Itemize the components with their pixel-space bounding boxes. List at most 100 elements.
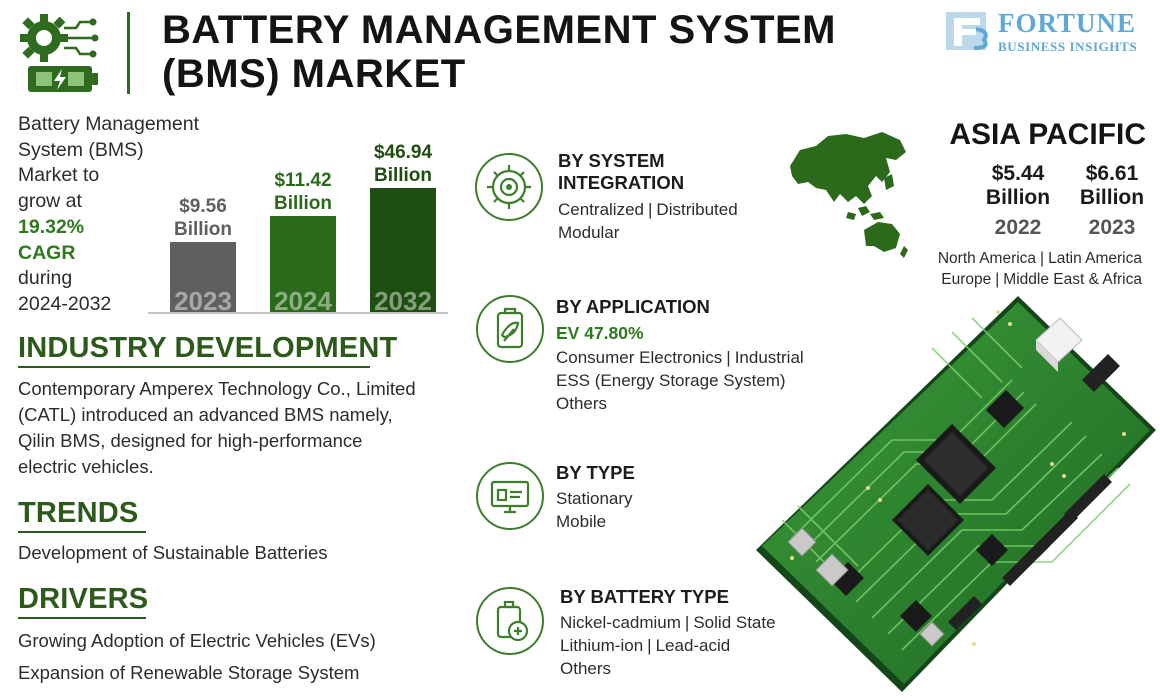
seg-item: Mobile (556, 512, 607, 531)
system-integration-list: Centralized|Distributed Modular (558, 198, 818, 244)
trend-item: Development of Sustainable Batteries (18, 542, 328, 563)
seg-item: Nickel-cadmium (560, 613, 681, 632)
bar-year-label: 2032 (374, 286, 432, 315)
bar-chart-svg: 2023$9.56Billion2024$11.42Billion2032$46… (148, 142, 448, 315)
seg-row: Nickel-cadmium|Solid State (560, 611, 820, 634)
intro-line: Battery Management (18, 113, 200, 135)
bar-unit-label: Billion (374, 165, 432, 186)
industry-line: electric vehicles. (18, 456, 154, 477)
region-item: Latin America (1048, 250, 1142, 267)
asia-value-2023: $6.61 Billion 2023 (1072, 162, 1152, 240)
regions-list: North America|Latin America Europe|Middl… (900, 248, 1142, 290)
system-title-line: INTEGRATION (558, 172, 685, 193)
intro-line: Market to (18, 164, 100, 187)
brand-name: FORTUNE (998, 8, 1137, 38)
seg-item: Others (560, 659, 612, 678)
industry-line: Qilin BMS, designed for high-performance (18, 430, 363, 451)
region-item: North America (937, 250, 1037, 267)
seg-item: Modular (558, 223, 620, 242)
bar-value-label: $9.56 (179, 196, 227, 217)
seg-row: Lithium-ion|Lead-acid (560, 634, 820, 657)
system-title-line: BY SYSTEM (558, 150, 665, 171)
seg-item: Others (556, 394, 608, 413)
bar-value-label: $46.94 (374, 142, 433, 163)
trends-underline (18, 531, 146, 533)
bar-year-label: 2024 (274, 286, 332, 315)
seg-item: ESS (Energy Storage System) (556, 371, 786, 390)
system-integration-title: BY SYSTEM INTEGRATION (558, 150, 684, 194)
drivers-underline (18, 617, 146, 619)
seg-item: Industrial (734, 348, 804, 367)
separator: | (647, 636, 652, 655)
regions-row: Europe|Middle East & Africa (900, 269, 1142, 290)
intro-period: 2024-2032 (18, 292, 112, 315)
circuit-board-illustration (752, 288, 1160, 698)
seg-item: Stationary (556, 489, 633, 508)
cagr-label: CAGR (18, 241, 76, 264)
trends-heading: TRENDS (18, 497, 139, 529)
bar-2032 (370, 188, 436, 312)
industry-line: (CATL) introduced an advanced BMS namely… (18, 404, 393, 425)
asia-2022-year: 2022 (994, 216, 1042, 239)
separator: | (726, 348, 731, 367)
separator: | (995, 271, 1000, 288)
separator: | (1040, 250, 1045, 267)
industry-heading: INDUSTRY DEVELOPMENT (18, 332, 398, 364)
type-list: Stationary Mobile (556, 487, 756, 533)
bar-year-label: 2023 (174, 286, 232, 315)
page-title: BATTERY MANAGEMENT SYSTEM (BMS) MARKET (162, 8, 922, 96)
bar-2024 (270, 216, 336, 312)
gear-battery-icon (14, 10, 104, 94)
title-line-1: BATTERY MANAGEMENT SYSTEM (162, 8, 837, 52)
region-item: Middle East & Africa (1003, 271, 1142, 288)
bar-unit-label: Billion (174, 219, 232, 240)
seg-item: Consumer Electronics (556, 348, 723, 367)
battery-type-list: Nickel-cadmium|Solid State Lithium-ion|L… (560, 611, 820, 680)
asia-pacific-map (786, 128, 912, 262)
cagr-value: 19.32% (18, 215, 85, 238)
bar-value-label: $11.42 (274, 170, 331, 191)
type-title: BY TYPE (556, 462, 635, 483)
ev-battery-icon (476, 295, 544, 363)
driver-item: Growing Adoption of Electric Vehicles (E… (18, 630, 376, 651)
asia-2023-year: 2023 (1088, 216, 1136, 239)
seg-item: Centralized (558, 200, 644, 219)
bar-unit-label: Billion (274, 193, 332, 214)
asia-2023-amount: $6.61 (1085, 162, 1139, 185)
brand-mark-icon (946, 10, 992, 52)
region-item: Europe (941, 271, 992, 288)
driver-item: Expansion of Renewable Storage System (18, 662, 360, 683)
battery-type-title: BY BATTERY TYPE (560, 586, 729, 607)
system-integration-icon (475, 153, 543, 221)
seg-item: Solid State (693, 613, 776, 632)
asia-2022-amount: $5.44 (991, 162, 1045, 185)
regions-row: North America|Latin America (900, 248, 1142, 269)
seg-row: Consumer Electronics|Industrial (556, 346, 846, 369)
application-list: Consumer Electronics|Industrial ESS (Ene… (556, 346, 846, 415)
bar-2023 (170, 242, 236, 312)
title-line-2: (BMS) MARKET (162, 52, 466, 96)
intro-line: System (BMS) (18, 138, 144, 161)
brand-logo: FORTUNE BUSINESS INSIGHTS (946, 8, 1146, 54)
brand-subtitle: BUSINESS INSIGHTS (998, 39, 1138, 54)
header-divider (127, 12, 130, 94)
industry-text: Contemporary Amperex Technology Co., Lim… (18, 376, 458, 480)
intro-line: during (18, 267, 73, 290)
seg-row: Centralized|Distributed (558, 198, 818, 221)
industry-underline (18, 366, 370, 368)
drivers-heading: DRIVERS (18, 583, 149, 615)
asia-2022-unit: Billion (985, 186, 1051, 209)
asia-pacific-title: ASIA PACIFIC (949, 118, 1146, 151)
market-intro: Battery Management System (BMS) Market t… (18, 112, 208, 318)
application-highlight: EV 47.80% (556, 323, 644, 343)
intro-line: grow at (18, 190, 82, 213)
seg-item: Lead-acid (655, 636, 731, 655)
application-title: BY APPLICATION (556, 296, 710, 317)
industry-line: Contemporary Amperex Technology Co., Lim… (18, 378, 416, 399)
battery-cell-icon (476, 587, 544, 655)
separator: | (648, 200, 653, 219)
monitor-icon (476, 462, 544, 530)
seg-item: Distributed (656, 200, 738, 219)
seg-item: Lithium-ion (560, 636, 644, 655)
